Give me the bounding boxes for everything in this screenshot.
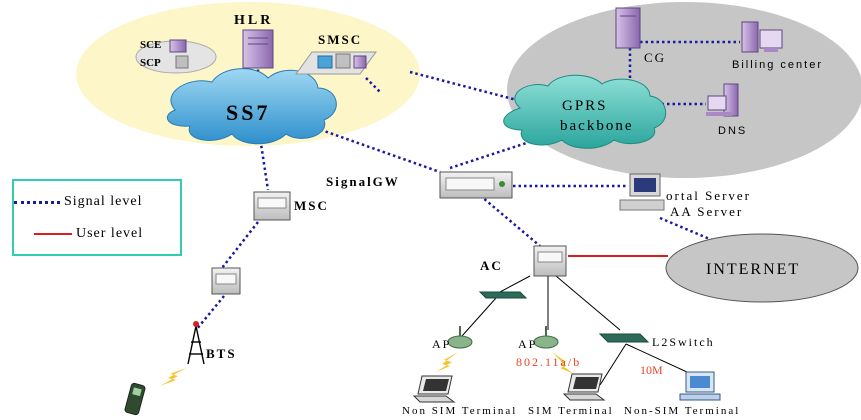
dns-label: DNS (718, 125, 747, 137)
hlr-label: HLR (234, 13, 273, 28)
speed-label: 10M (640, 363, 663, 377)
l2switch-icon (598, 333, 650, 343)
sce-label: SCE (140, 39, 161, 51)
hub-icon (478, 291, 528, 299)
gprs-label-line1: GPRS (562, 98, 608, 114)
bsc-box-icon (211, 267, 241, 295)
bts-label: BTS (206, 346, 237, 361)
ss7-cloud: SS7 (166, 68, 337, 145)
laptop-non-sim-icon (412, 375, 456, 403)
sim-terminal-label: SIM Terminal (528, 405, 614, 417)
desktop-pc-icon (679, 371, 721, 401)
ac-box-icon (533, 245, 567, 277)
smsc-platform-icon (295, 51, 377, 75)
cg-label: CG (644, 50, 666, 65)
portal-aaa-server-icon (619, 173, 665, 211)
ap2-icon (533, 326, 559, 349)
mobile-phone-icon (124, 382, 146, 416)
ss7-label: SS7 (226, 100, 270, 125)
radio-signal-icon (160, 368, 186, 386)
wifi-label: 802.11a/b (516, 355, 581, 369)
legend-user-row: User level (34, 225, 143, 243)
sce-scp-platform-icon (135, 39, 217, 74)
user-level-swatch (34, 233, 72, 235)
portal-server-label: ortal Server (666, 188, 751, 203)
aaa-server-label: AA Server (670, 204, 743, 219)
billing-center-label: Billing center (732, 59, 823, 71)
ap1-icon (447, 326, 473, 349)
cg-server-icon (615, 7, 641, 49)
hlr-server-icon (242, 29, 274, 69)
ap1-radio-icon (436, 352, 458, 372)
laptop-sim-icon (562, 373, 606, 401)
msc-box-icon (253, 191, 291, 221)
ac-label: AC (480, 258, 503, 273)
signal-level-swatch (14, 200, 60, 204)
user-level-label: User level (76, 226, 144, 241)
gprs-backbone-cloud: GPRS backbone (503, 74, 666, 149)
lan-links (461, 275, 701, 386)
billing-center-icon (741, 21, 783, 53)
ap1-label: AP (432, 337, 451, 351)
dns-server-icon (706, 83, 739, 117)
signal-level-label: Signal level (64, 194, 143, 209)
signalgw-label: SignalGW (326, 174, 400, 189)
gprs-label-line2: backbone (560, 118, 633, 134)
non-sim-terminal-2-label: Non-SIM Terminal (624, 405, 740, 417)
smsc-label: SMSC (318, 32, 362, 47)
ap2-radio-icon (552, 352, 574, 374)
scp-label: SCP (140, 57, 161, 69)
legend-signal-row: Signal level (14, 193, 143, 211)
internet-label: INTERNET (706, 261, 800, 278)
non-sim-terminal-label: Non SIM Terminal (402, 405, 517, 417)
signalgw-box-icon (439, 171, 513, 199)
bts-tower-icon (187, 321, 205, 365)
l2switch-label: L2Switch (652, 335, 715, 349)
msc-label: MSC (294, 198, 329, 213)
internet-cloud: INTERNET (665, 233, 859, 303)
legend: Signal level User level (12, 179, 182, 256)
ap2-label: AP (518, 337, 537, 351)
